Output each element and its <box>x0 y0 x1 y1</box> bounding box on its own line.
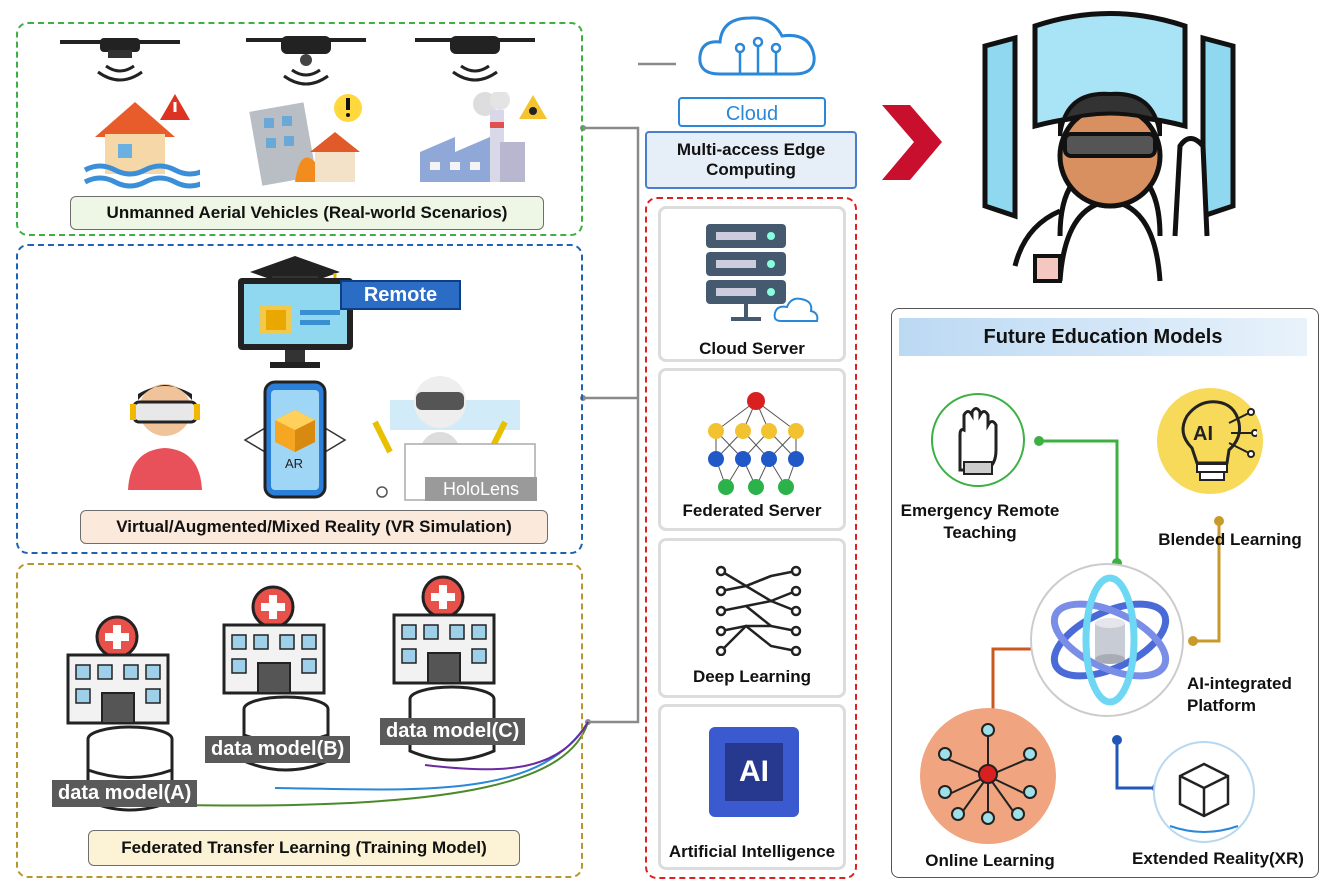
hololens-badge: HoloLens <box>425 477 537 501</box>
data-model-a-label: data model(A) <box>52 780 198 807</box>
vr-section <box>16 244 583 554</box>
online-label: Online Learning <box>925 851 1055 870</box>
mec-services-section <box>645 197 857 879</box>
ert-label: Emergency Remote Teaching <box>900 501 1060 542</box>
vr-user-icon <box>982 11 1236 283</box>
ai-chip-text: AI <box>739 755 769 788</box>
neural-network-icon <box>708 392 804 495</box>
drone-icon <box>415 36 535 82</box>
ai-label: Artificial Intelligence <box>668 842 836 861</box>
ftl-section <box>16 563 583 878</box>
mec-label: Multi-access Edge Computing <box>645 131 857 189</box>
platform-label: AI-integrated Platform <box>1187 674 1292 715</box>
federated-server-label: Federated Server <box>682 501 822 520</box>
ar-text: AR <box>285 456 303 471</box>
blended-label: Blended Learning <box>1158 530 1302 549</box>
network-people-icon <box>938 723 1037 825</box>
atom-database-icon <box>1050 574 1170 706</box>
uav-label: Unmanned Aerial Vehicles (Real-world Sce… <box>70 196 544 230</box>
education-panel <box>891 308 1319 878</box>
hospital-icon <box>392 575 496 685</box>
panel-title: Future Education Models <box>899 318 1307 356</box>
chevron-right-icon <box>882 105 942 180</box>
drone-icon <box>246 36 366 86</box>
data-model-b-label: data model(B) <box>205 736 351 763</box>
monitor-graduation-icon <box>238 256 353 368</box>
deep-learning-label: Deep Learning <box>692 667 812 686</box>
ai-chip-icon: AI <box>709 727 799 817</box>
glove-hand-icon <box>931 393 1025 487</box>
vr-label: Virtual/Augmented/Mixed Reality (VR Simu… <box>80 510 548 544</box>
ai-bulb-icon: AI <box>1181 400 1257 481</box>
uav-section <box>16 22 583 236</box>
ftl-label: Federated Transfer Learning (Training Mo… <box>88 830 520 866</box>
deep-learning-icon <box>715 565 802 656</box>
burning-building-icon <box>249 94 362 186</box>
cloud-label: Cloud <box>678 97 826 127</box>
factory-icon <box>420 92 547 182</box>
database-icon <box>242 695 330 772</box>
cloud-server-label: Cloud Server <box>699 339 805 358</box>
cloud-server-card: Cloud Server <box>658 206 846 362</box>
server-rack-icon <box>706 224 819 322</box>
hospital-icon <box>222 585 326 695</box>
deep-learning-card: Deep Learning <box>658 538 846 698</box>
drone-icon <box>60 38 180 82</box>
bulb-ai-text: AI <box>1193 423 1213 445</box>
xr-cube-icon <box>1153 741 1255 843</box>
flooded-house-icon <box>83 94 200 189</box>
federated-server-card: Federated Server <box>658 368 846 531</box>
xr-label: Extended Reality(XR) <box>1132 849 1304 868</box>
vr-person-icon <box>128 384 202 490</box>
remote-badge: Remote <box>340 280 461 310</box>
ar-phone-icon: AR <box>243 380 347 499</box>
hospital-icon <box>66 615 170 725</box>
data-model-c-label: data model(C) <box>380 718 526 745</box>
cloud-icon <box>698 16 816 76</box>
ai-card: AI Artificial Intelligence <box>658 704 846 870</box>
